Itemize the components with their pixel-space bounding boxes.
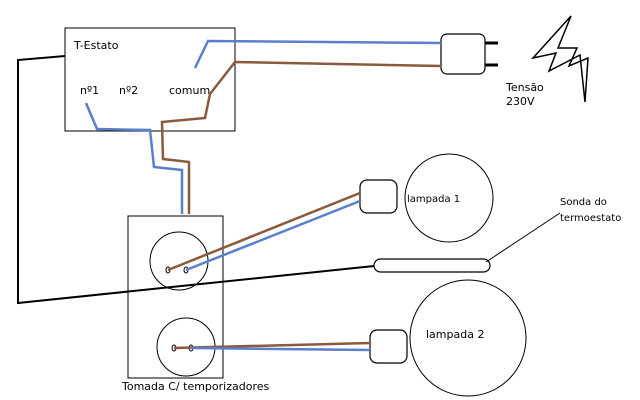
thermostat-probe <box>373 258 491 273</box>
probe-leader-line <box>485 212 561 263</box>
wire-black-probe <box>17 55 375 305</box>
power-label-line2: 230V <box>506 95 535 108</box>
thermostat-title: T-Estato <box>73 39 119 52</box>
wire-brown-supply <box>160 60 442 214</box>
lamp-1-bulb <box>404 153 494 243</box>
terminal-1-label: nº1 <box>80 84 99 97</box>
wire-blue-lamp-2 <box>190 346 371 352</box>
socket-outlet-1 <box>149 231 209 291</box>
wire-brown-lamp-1 <box>167 191 361 272</box>
wire-blue-supply <box>193 39 442 69</box>
wire-blue-thermostat-socket <box>84 102 184 214</box>
probe-label-line2: termoestato <box>560 213 621 224</box>
lightning-bolt-icon <box>530 15 589 103</box>
lamp-2-bulb <box>409 279 527 397</box>
wire-blue-lamp-1 <box>185 199 361 272</box>
lamp-2-socket <box>369 329 408 364</box>
power-label-line1: Tensão <box>505 81 544 94</box>
terminal-2-label: nº2 <box>119 84 138 97</box>
terminal-common-label: comum <box>169 84 210 97</box>
probe-label-line1: Sonda do <box>560 197 607 208</box>
power-plug <box>440 33 486 75</box>
lamp-1-label: lampada 1 <box>407 194 460 205</box>
lamp-1-socket <box>359 179 398 214</box>
socket-label: Tomada C/ temporizadores <box>121 380 270 393</box>
lamp-2-label: lampada 2 <box>426 328 484 341</box>
